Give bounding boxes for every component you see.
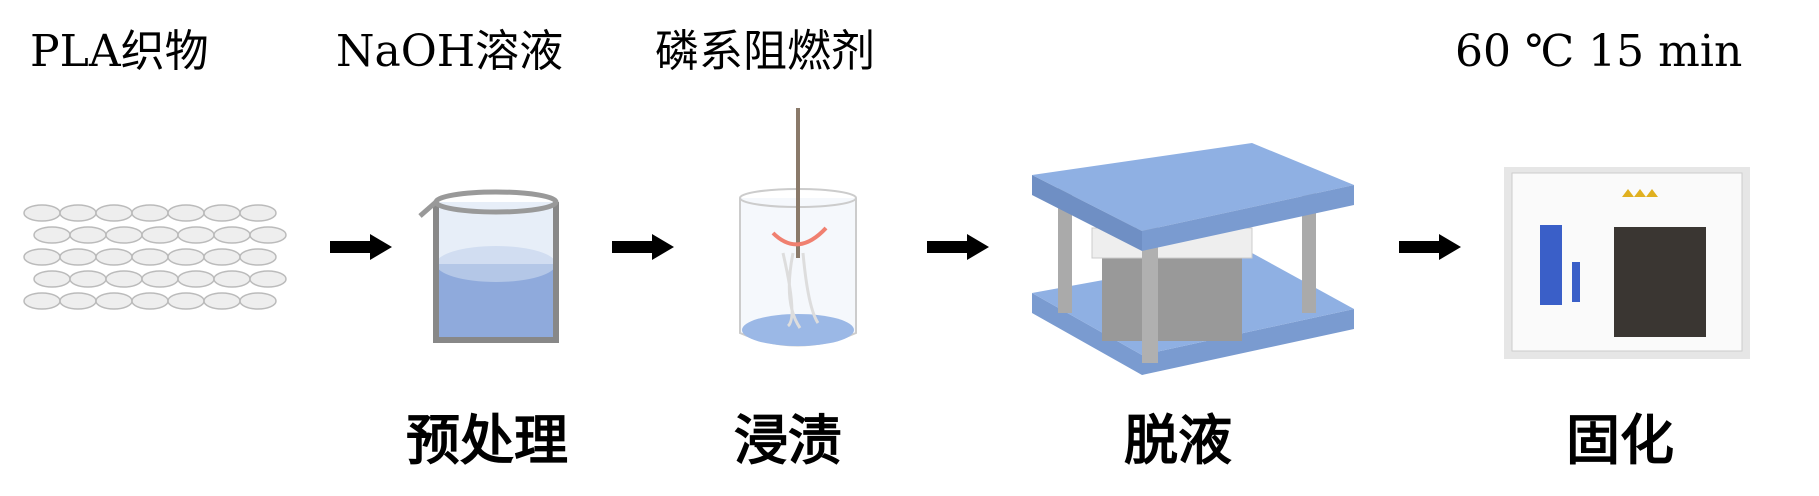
step-label-curing: 固化 [1566, 409, 1674, 472]
label-flame-retardant: 磷系阻燃剂 [655, 26, 875, 77]
fabric-icon [23, 204, 287, 310]
stirring-beaker-icon [739, 108, 857, 347]
label-pla-fabric: PLA织物 [30, 26, 209, 77]
step-label-dewatering: 脱液 [1124, 409, 1232, 472]
arrow-right-icon [612, 234, 674, 260]
arrow-right-icon [330, 234, 392, 260]
label-naoh-solution: NaOH溶液 [336, 26, 564, 77]
arrow-right-icon [927, 234, 989, 260]
arrow-right-icon [1399, 234, 1461, 260]
step-label-impregnation: 浸渍 [734, 409, 842, 472]
beaker-icon [418, 189, 559, 343]
step-label-pretreatment: 预处理 [406, 409, 568, 472]
label-curing-condition: 60 ℃ 15 min [1455, 26, 1743, 77]
press-icon [1032, 143, 1354, 375]
oven-icon [1504, 167, 1750, 359]
